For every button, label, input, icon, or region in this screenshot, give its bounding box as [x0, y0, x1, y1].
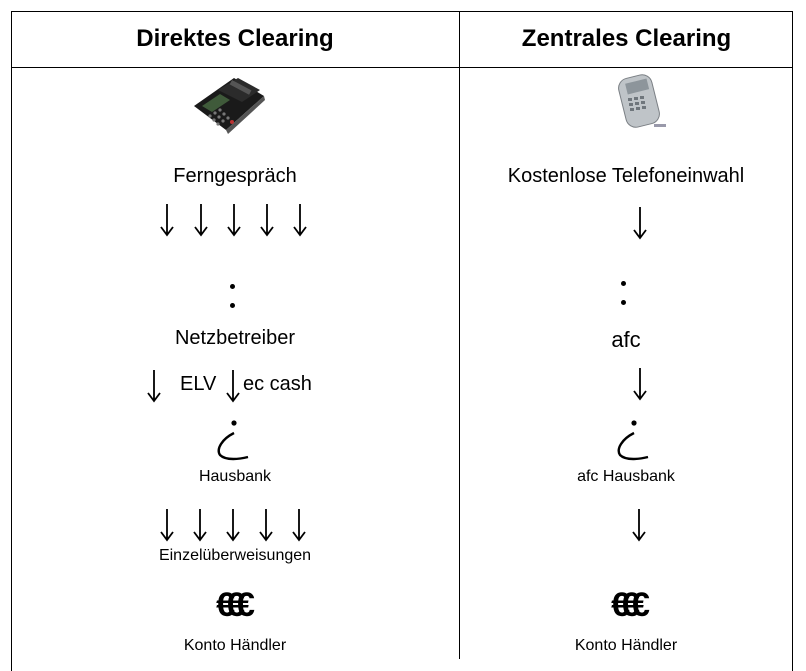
down-arrow-icon — [194, 204, 208, 237]
label-ferngespraech: Ferngespräch — [173, 165, 297, 187]
down-arrow-icon — [259, 509, 273, 542]
down-arrow-icon — [147, 370, 161, 403]
down-arrow-icon — [227, 204, 241, 237]
ellipsis-dot — [230, 303, 235, 308]
label-netzbetreiber: Netzbetreiber — [174, 327, 296, 349]
label-ec-cash: ec cash — [243, 373, 312, 395]
label-afc: afc — [611, 327, 641, 352]
down-arrow-icon — [633, 207, 647, 240]
label-afc-hausbank: afc Hausbank — [577, 468, 675, 485]
card-terminal-printer-icon — [194, 78, 265, 134]
label-einzelueberweisungen: Einzelüberweisungen — [158, 547, 312, 564]
down-arrow-icon — [292, 509, 306, 542]
merge-hook-icon — [617, 420, 649, 461]
ellipsis-dot — [621, 281, 626, 286]
header-divider — [11, 67, 793, 68]
down-arrow-icon — [226, 370, 240, 403]
merge-hook-icon — [217, 420, 249, 461]
label-konto-haendler: Konto Händler — [183, 637, 287, 654]
euro-symbols: €€€ — [611, 586, 650, 624]
card-terminal-handheld-icon — [618, 74, 666, 128]
label-konto-haendler: Konto Händler — [574, 637, 678, 654]
diagram-frame — [11, 11, 793, 671]
down-arrow-icon — [160, 509, 174, 542]
down-arrow-icon — [632, 509, 646, 542]
euro-symbols: €€€ — [216, 586, 255, 624]
down-arrow-icon — [160, 204, 174, 237]
down-arrow-icon — [260, 204, 274, 237]
ellipsis-dot — [230, 284, 235, 289]
down-arrow-icon — [633, 368, 647, 401]
header-zentrales-clearing: Zentrales Clearing — [521, 25, 732, 52]
down-arrow-icon — [293, 204, 307, 237]
label-hausbank: Hausbank — [198, 468, 272, 485]
ellipsis-dot — [621, 300, 626, 305]
header-direktes-clearing: Direktes Clearing — [136, 25, 334, 52]
column-divider — [459, 11, 460, 659]
label-kostenlose-telefoneinwahl: Kostenlose Telefoneinwahl — [507, 165, 745, 187]
label-elv: ELV — [180, 373, 217, 395]
down-arrow-icon — [193, 509, 207, 542]
down-arrow-icon — [226, 509, 240, 542]
